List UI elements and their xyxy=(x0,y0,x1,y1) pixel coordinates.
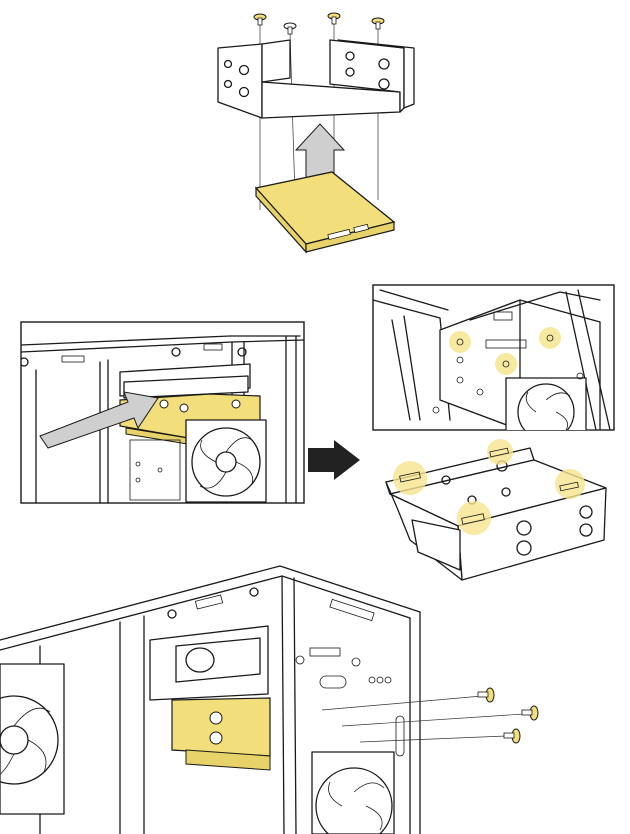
screw-icon xyxy=(253,13,267,26)
screw-icon xyxy=(371,17,385,30)
screw-icon xyxy=(477,687,495,703)
fan-icon xyxy=(0,663,65,815)
screw-highlight xyxy=(449,331,471,353)
step2-bracket-detail xyxy=(385,439,607,581)
screw-highlight xyxy=(539,327,561,349)
mounted-bracket xyxy=(171,697,271,771)
bracket-hole xyxy=(238,86,250,98)
step2-insert-bracket xyxy=(20,321,305,504)
fan-icon xyxy=(505,377,587,430)
screw-icon xyxy=(327,12,341,25)
ssd-drive xyxy=(254,171,396,254)
screw-highlight xyxy=(457,501,491,535)
screw-highlight xyxy=(495,353,517,375)
arrow-right-icon xyxy=(308,440,360,480)
step2-case-detail xyxy=(372,284,615,431)
screws xyxy=(253,12,385,35)
bracket-hole xyxy=(223,59,233,69)
step1-mount-drive xyxy=(217,12,415,254)
fan-icon xyxy=(185,419,267,503)
step3-secure-bracket xyxy=(0,565,539,834)
drive-bracket xyxy=(217,39,415,119)
fan-icon xyxy=(311,751,395,834)
bracket-hole xyxy=(223,79,233,89)
bracket-hole xyxy=(345,67,355,77)
bracket-hole xyxy=(378,78,390,90)
bracket-hole xyxy=(345,51,355,61)
arrow-icon xyxy=(39,391,159,449)
screw-icon xyxy=(503,728,521,744)
screw-icon xyxy=(521,705,539,721)
screw-icon xyxy=(283,22,297,35)
bracket-hole xyxy=(378,58,390,70)
screw-highlight xyxy=(393,461,427,495)
bracket-hole xyxy=(238,64,250,76)
screw-guide-lines xyxy=(321,695,525,743)
screw-highlight xyxy=(487,439,513,465)
